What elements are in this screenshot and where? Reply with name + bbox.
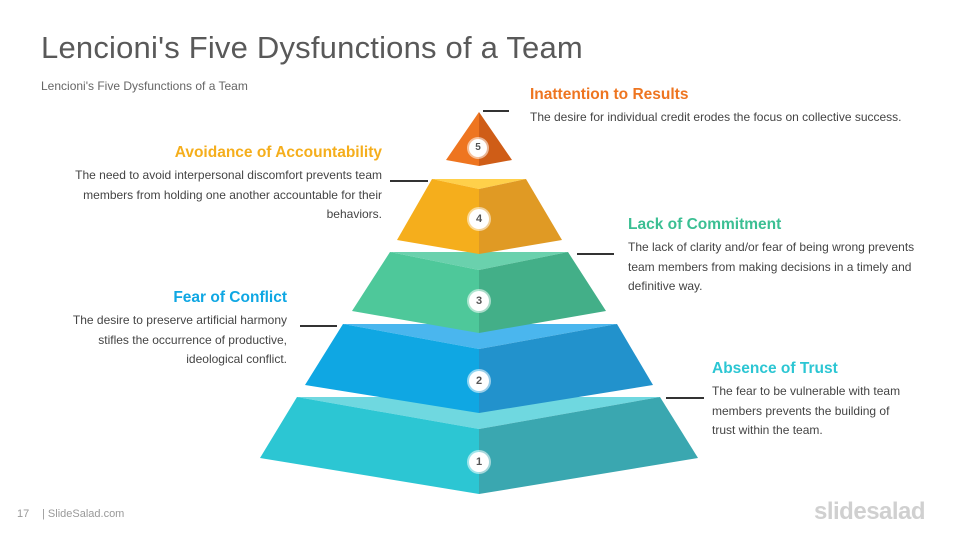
leader-line-3	[577, 253, 614, 255]
level-2-description: The desire to preserve artificial harmon…	[72, 313, 287, 366]
level-5-description: The desire for individual credit erodes …	[530, 110, 902, 124]
slide-title: Lencioni's Five Dysfunctions of a Team	[41, 30, 583, 65]
pyramid-level-1	[260, 397, 698, 494]
brand-logo: slidesalad	[814, 498, 926, 525]
level-1-text-block: Absence of Trust The fear to be vulnerab…	[712, 360, 912, 441]
level-5-number-badge: 5	[469, 139, 487, 157]
leader-line-1	[666, 397, 704, 399]
level-1-title: Absence of Trust	[712, 360, 838, 377]
pyramid-level-3	[352, 252, 606, 333]
source-link[interactable]: | SlideSalad.com	[42, 508, 125, 520]
level-4-title: Avoidance of Accountability	[174, 144, 382, 161]
level-5-title: Inattention to Results	[530, 86, 689, 103]
slide-subtitle: Lencioni's Five Dysfunctions of a Team	[41, 79, 248, 93]
leader-line-2	[300, 325, 337, 327]
level-4-number-badge: 4	[469, 209, 489, 229]
level-5-text-block: Inattention to Results The desire for in…	[530, 86, 910, 128]
leader-line-5	[483, 110, 509, 112]
pyramid-level-2	[305, 324, 653, 413]
pyramid-level-4	[397, 179, 562, 254]
level-3-number-badge: 3	[469, 291, 489, 311]
level-2-number-badge: 2	[469, 371, 489, 391]
level-1-description: The fear to be vulnerable with team memb…	[712, 384, 901, 437]
page-number: 17	[17, 508, 30, 520]
leader-line-4	[390, 180, 428, 182]
level-3-title: Lack of Commitment	[628, 216, 782, 233]
level-1-number-badge: 1	[469, 452, 489, 472]
level-2-text-block: Fear of Conflict The desire to preserve …	[40, 289, 287, 370]
level-3-description: The lack of clarity and/or fear of being…	[628, 240, 915, 293]
level-3-text-block: Lack of Commitment The lack of clarity a…	[628, 216, 920, 297]
level-4-text-block: Avoidance of Accountability The need to …	[40, 144, 382, 225]
level-4-description: The need to avoid interpersonal discomfo…	[75, 168, 382, 221]
level-2-title: Fear of Conflict	[173, 289, 287, 306]
